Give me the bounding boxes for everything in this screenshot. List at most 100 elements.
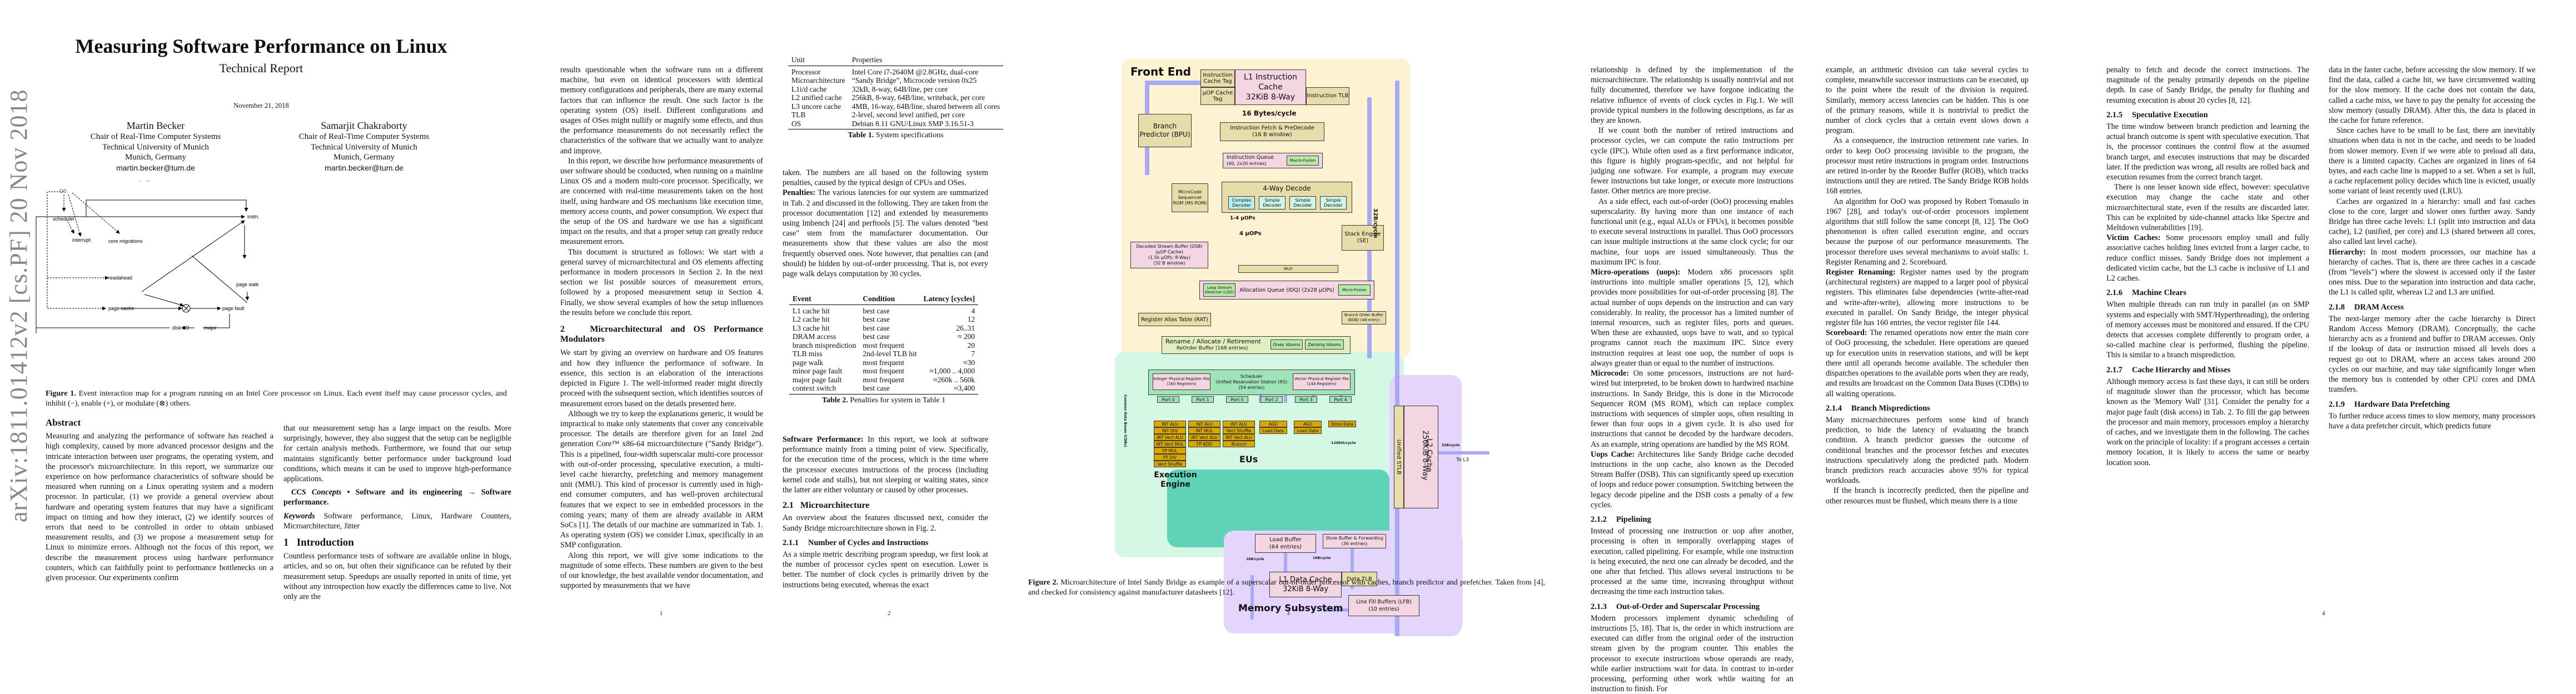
stack-engine: Stack Engine (SE) <box>1342 225 1384 251</box>
fig1-node-disk-io: disk I/O <box>172 325 190 331</box>
register-alias-table: Register Alias Table (RAT) <box>1138 313 1211 326</box>
loop-stream-detector: Loop Stream Detector (LSD) <box>1203 283 1235 297</box>
author-affiliation: Technical University of Munich <box>311 142 417 152</box>
fig1-node-readahead: readahead <box>108 275 132 281</box>
data-tlb: Data TLB <box>1342 572 1377 586</box>
table-2: Event Condition Latency [cycles] L1 cach… <box>789 294 979 406</box>
paragraph: An overview about the features discussed… <box>783 513 988 533</box>
execution-unit: INT MUL <box>1188 427 1220 434</box>
to-l3-arrow <box>1438 451 1466 455</box>
author-affiliation: Technical University of Munich <box>102 142 209 152</box>
line-fill-buffers: Line Fill Buffers (LFB)(10 entries) <box>1348 595 1419 616</box>
table-header: Event <box>789 294 860 305</box>
eu-stack-port-2: AGU Load Data <box>1259 421 1287 434</box>
simple-decoder: Simple Decoder <box>1289 196 1316 209</box>
figure-1-caption: Figure 1. Event interaction map for a pr… <box>46 389 507 409</box>
table-row: Microarchitecture“Sandy Bridge”, Microco… <box>791 76 977 84</box>
page2-column-left-lower: Software Performance: In this report, we… <box>783 435 988 590</box>
page4-column-c: penalty to fetch and decode the correct … <box>2106 65 2309 468</box>
execution-unit: INT ALU <box>1223 421 1255 427</box>
execution-unit: Vect Shuffle <box>1223 427 1255 434</box>
decoded-stream-buffer: Decoded Stream Buffer (DSB)(μOP Cache)(1… <box>1130 242 1208 268</box>
flow-bus <box>1462 451 1489 455</box>
bandwidth-label: 32B/cycle <box>1372 208 1378 238</box>
instruction-cache-tag: Instruction Cache Tag <box>1200 69 1235 87</box>
paragraph: As a simple metric describing program sp… <box>783 550 988 590</box>
execution-engine-label: Execution Engine <box>1154 471 1197 489</box>
table-header: Latency [cycles] <box>920 294 979 305</box>
paragraph: The next-larger memory after the cache h… <box>2329 314 2535 395</box>
fig1-node-core-migrations: core migrations <box>108 238 143 244</box>
page-1: Measuring Software Performance on Linux … <box>0 0 522 667</box>
paragraph: results questionable when the software r… <box>560 66 763 156</box>
paragraph: This document is structured as follows: … <box>560 247 763 317</box>
paragraph: relationship is defined by the implement… <box>1591 66 1793 126</box>
paragraph: When multiple threads can run truly in p… <box>2106 300 2309 360</box>
execution-unit: INT Vect ALU <box>1188 434 1220 441</box>
author-email[interactable]: martin.becker@tum.de <box>325 163 403 172</box>
author-email[interactable]: martin.becker@tum.de <box>116 163 195 172</box>
port-2: Port 2 <box>1260 396 1283 403</box>
caption-text: Event interaction map for a program runn… <box>46 390 507 408</box>
paragraph: Victim Caches: Some processors employ sm… <box>2106 233 2310 283</box>
paragraph: Uops Cache: Architectures like Sandy Bri… <box>1591 450 1793 510</box>
paragraph: If the branch is incorrectly predicted, … <box>1826 486 2029 506</box>
abstract-heading: Abstract <box>46 417 81 428</box>
microcode-sequencer-rom: MicroCode Sequencer ROM (MS ROM) <box>1172 183 1208 212</box>
paragraph: Hierarchy: In most modern processors, ou… <box>2329 247 2535 297</box>
paragraph: Countless performance tests of software … <box>283 552 511 602</box>
paragraph: example, an arithmetic division can take… <box>1826 66 2029 136</box>
paragraph: In this report, we describe how performa… <box>560 156 764 247</box>
paragraph: An algorithm for OoO was proposed by Rob… <box>1826 197 2029 267</box>
section-heading-introduction: 1 Introduction <box>283 537 354 549</box>
eu-stack-port-5: INT ALU Vect Shuffle INT Vect ALU Branch <box>1223 421 1255 447</box>
section-heading-2: 2 Microarchitectural and OS Performance … <box>560 324 764 344</box>
table-header: Properties <box>848 56 1004 66</box>
execution-unit: INT Vect ALU <box>1154 434 1186 441</box>
fetch-bandwidth-label: 16 Bytes/cycle <box>1242 109 1297 117</box>
paragraph: Microcode: On some processors, instructi… <box>1591 369 1794 449</box>
bandwidth-label: 16B/cycle <box>1313 556 1331 560</box>
author-location: Munich, Germany <box>125 153 186 162</box>
section-heading-2-1: 2.1 Microarchitecture <box>783 501 870 511</box>
eu-stack-port-0: INT ALU INT DIV INT Vect ALU INT Vect MU… <box>1154 421 1186 467</box>
flow-bus <box>1145 81 1212 85</box>
branch-predictor: Branch Predictor (BPU) <box>1138 114 1192 147</box>
load-buffer: Load Buffer(64 entries) <box>1255 534 1316 553</box>
bandwidth-label: 128bit/cycle <box>1331 441 1356 445</box>
fig1-node-page-cache: page cache <box>108 306 134 311</box>
paragraph: Micro-operations (uops): Modern x86 proc… <box>1591 268 1793 368</box>
fig1-node-major: major <box>204 325 217 331</box>
page3-column-b: example, an arithmetic division can take… <box>1826 65 2029 506</box>
execution-unit: INT Vect MUL <box>1154 441 1186 447</box>
uops-label: 1-4 μOPs <box>1230 216 1255 221</box>
fig1-node-scheduler: scheduler <box>53 216 74 222</box>
execution-unit: FP MUL <box>1154 447 1186 454</box>
front-end-label: Front End <box>1130 65 1191 78</box>
paragraph: If we count both the number of retired i… <box>1591 126 1793 196</box>
paragraph: Instead of processing one instruction or… <box>1591 527 1793 597</box>
eus-label: EUs <box>1239 454 1258 465</box>
author-name: Samarjit Chakraborty <box>321 120 407 131</box>
simple-decoder: Simple Decoder <box>1320 196 1347 209</box>
paragraph: Caches are organized in a hierarchy: sma… <box>2329 197 2535 247</box>
execution-unit: Branch <box>1223 441 1255 447</box>
paragraph: Since caches have to be small to be fast… <box>2329 126 2535 196</box>
macro-fusion: Macro-Fusion <box>1287 156 1319 166</box>
paragraph: Scoreboard: The renamed operations now e… <box>1826 328 2029 398</box>
execution-unit: FP ADD <box>1188 441 1220 447</box>
paper-date: November 21, 2018 <box>233 102 289 109</box>
paragraph: taken. The numbers are all based on the … <box>783 168 988 188</box>
author-affiliation: Chair of Real-Time Computer Systems <box>298 132 430 141</box>
